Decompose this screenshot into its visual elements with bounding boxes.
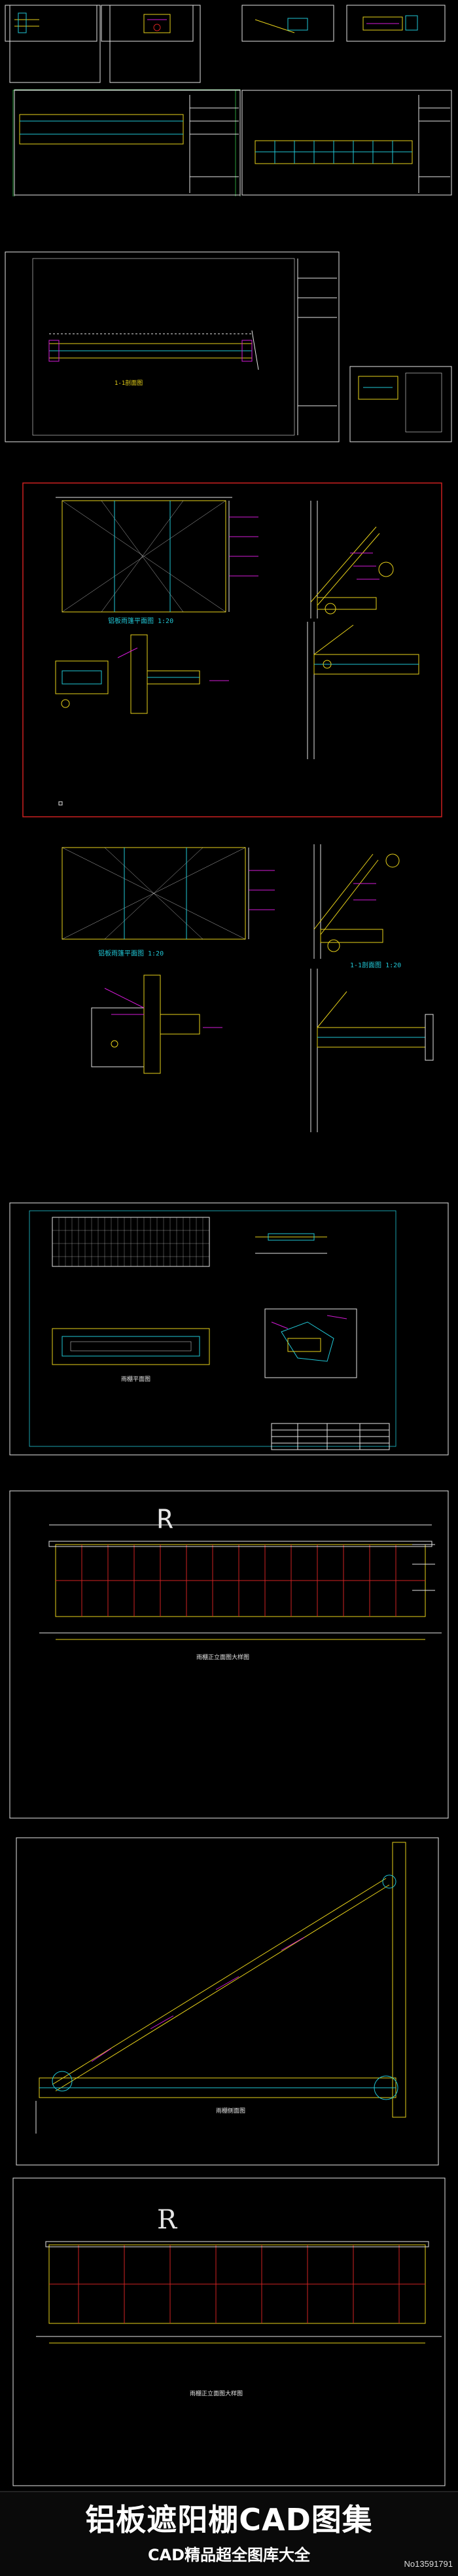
elevation-b-label: 铝板雨篷平面图 1:20: [98, 949, 164, 957]
thumb-3: [241, 5, 334, 42]
footer-banner: 铝板遮阳棚CAD图集 CAD精品超全图库大全 No13591791: [0, 2491, 458, 2576]
svg-text:雨棚正立面图大样图: 雨棚正立面图大样图: [190, 2389, 243, 2397]
sheet-front-b: R 雨棚正立面图大样图: [0, 2173, 458, 2487]
detail-b-lower: [91, 969, 434, 1132]
detail-b-drawing: 铝板雨篷平面图 1:20 1-1剖面图 1:20: [62, 844, 434, 1132]
sheet-a: [14, 89, 241, 196]
plan-outline: [52, 1328, 210, 1365]
side-view-label: 雨棚侧面图: [216, 2107, 245, 2115]
elevation-b: [58, 801, 63, 806]
plan-view-label: 雨棚平面图: [121, 1375, 150, 1383]
bracket-detail-b: [313, 844, 400, 959]
footer-subtitle: CAD精品超全图库大全: [147, 2546, 311, 2564]
svg-text:R: R: [157, 2205, 178, 2235]
sheet-side: 雨棚侧面图: [0, 1833, 458, 2166]
front-panel: [39, 1541, 442, 1640]
sheet-section-large: 1-1剖面图: [0, 196, 458, 497]
section-large-drawing: 1-1剖面图: [5, 251, 452, 442]
side-structure: [35, 1842, 406, 2134]
mesh-panel: [52, 1217, 210, 1267]
title-table: [271, 1423, 390, 1450]
detail-lower-b: [307, 622, 419, 759]
sheet-front: R 雨棚正立面图大样图: [0, 1486, 458, 1826]
section-b-label: 1-1剖面图 1:20: [350, 961, 401, 969]
detail-lower-a: [55, 634, 229, 714]
node-detail: [264, 1308, 357, 1378]
sheet-detail-b: 铝板雨篷平面图 1:20 1-1剖面图 1:20: [0, 818, 458, 1178]
sheet-b: [241, 90, 452, 196]
elevation-a-label: 铝板雨篷平面图 1:20: [108, 617, 173, 625]
thumb-1: [5, 5, 97, 42]
elevation-a: [56, 497, 232, 613]
svg-text:1-1剖面图: 1-1剖面图: [114, 379, 143, 387]
bracket-detail-a: [310, 501, 394, 618]
front-drawing: R 雨棚正立面图大样图: [9, 1490, 449, 1819]
elevation-b2: [62, 847, 275, 940]
sheet-overview: [0, 0, 458, 196]
footer-title: 铝板遮阳棚CAD图集: [85, 2502, 373, 2537]
side-drawing: 雨棚侧面图: [16, 1837, 439, 2166]
thumb-2: [101, 5, 194, 42]
front-dims: [49, 1524, 435, 1591]
overview-drawing: [5, 5, 452, 196]
footer-image-id: No13591791: [404, 2559, 453, 2569]
front-b-drawing: R 雨棚正立面图大样图: [12, 2177, 446, 2486]
sheet-red-detail: 铝板雨篷平面图 1:20: [0, 478, 458, 818]
front-view-label: 雨棚正立面图大样图: [196, 1653, 249, 1661]
front-b-panel: [36, 2241, 442, 2344]
red-detail-drawing: 铝板雨篷平面图 1:20: [22, 482, 442, 817]
plan-drawing: 雨棚平面图: [9, 1202, 449, 1456]
svg-text:R: R: [157, 1505, 173, 1535]
thumb-4: [346, 5, 446, 42]
sheet-plan: 雨棚平面图: [0, 1198, 458, 1459]
sheet-a-frame: [14, 90, 241, 196]
